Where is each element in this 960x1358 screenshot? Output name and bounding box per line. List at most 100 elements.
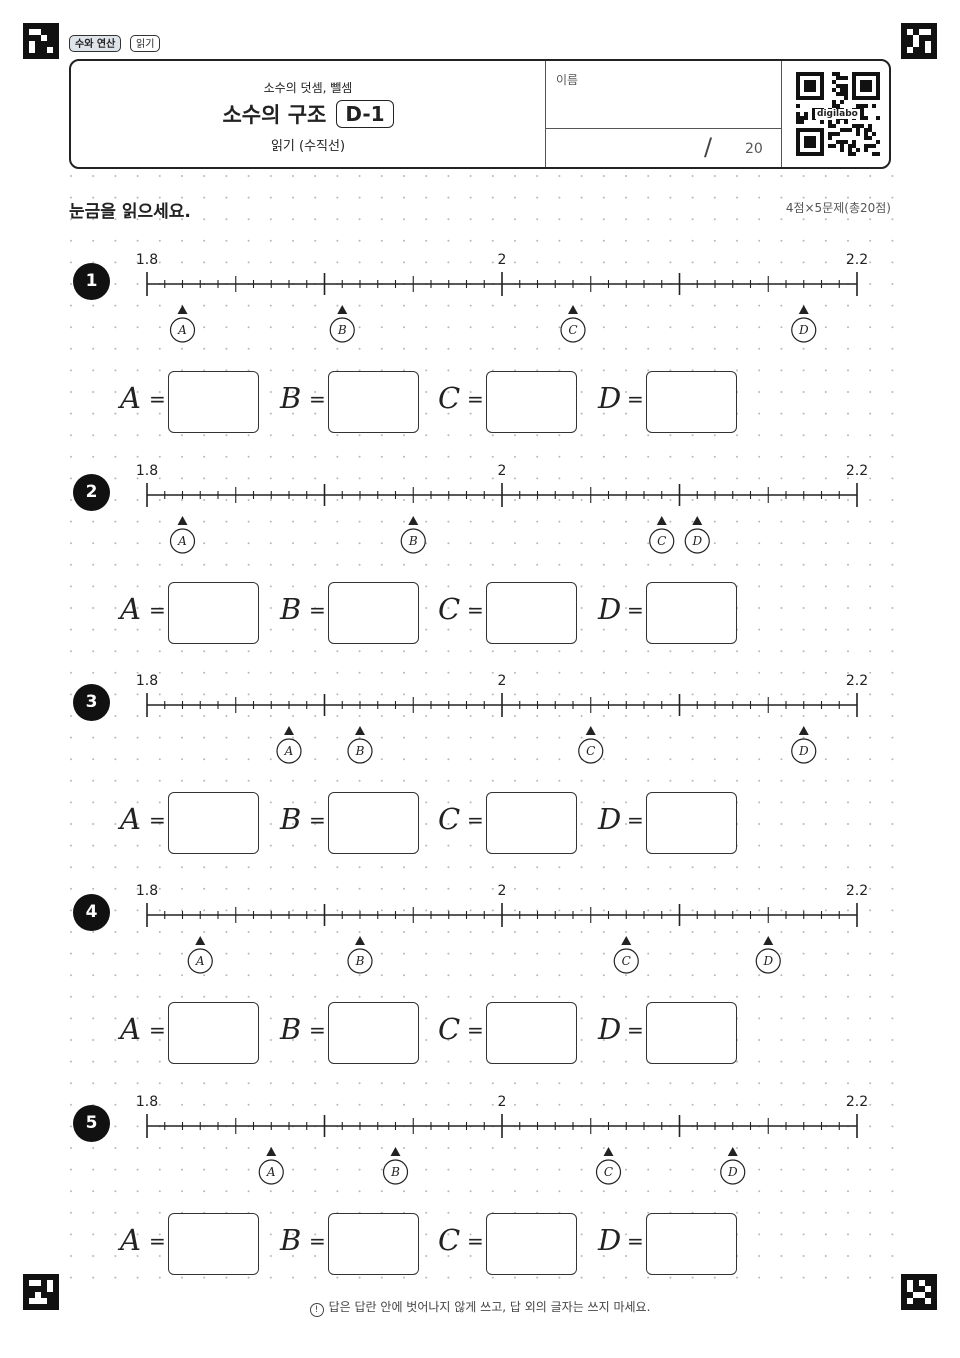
point-label: C [657, 534, 666, 548]
corner-marker-bottom-right [901, 1274, 937, 1310]
answer-box[interactable] [168, 792, 259, 854]
header-code: D-1 [336, 100, 394, 128]
point-circle [169, 528, 196, 554]
answer-variable: A [120, 802, 141, 836]
point-circle [169, 317, 196, 343]
worksheet-header: 소수의 덧셈, 뺄셈 소수의 구조 D-1 읽기 (수직선) 이름 / 20 d… [69, 59, 891, 169]
point-circle [791, 738, 817, 764]
equals-sign: = [309, 598, 326, 622]
point-arrow [408, 516, 419, 525]
equals-sign: = [309, 1229, 326, 1253]
corner-marker-top-right [901, 23, 937, 59]
problem-number: 5 [73, 1105, 110, 1142]
point-label: A [195, 954, 205, 968]
point-arrow [266, 1147, 277, 1156]
problem-number: 3 [73, 684, 110, 721]
point-label: D [798, 323, 809, 337]
point-arrow [355, 936, 365, 945]
answer-variable: B [280, 592, 302, 626]
answer-box[interactable] [486, 582, 577, 644]
point-circle [560, 317, 586, 343]
point-label: D [762, 954, 773, 968]
point-label: D [727, 1165, 738, 1179]
point-circle [649, 528, 675, 554]
name-field[interactable]: 이름 [546, 61, 781, 129]
point-arrow [798, 726, 809, 735]
answer-box[interactable] [646, 1213, 737, 1275]
corner-marker-top-left [23, 23, 59, 59]
point-label: C [586, 744, 595, 758]
point-circle [755, 948, 781, 974]
tick-label: 1.8 [135, 673, 159, 689]
equals-sign: = [467, 1229, 484, 1253]
score-field[interactable]: / 20 [546, 129, 781, 167]
point-circle [258, 1159, 284, 1185]
answer-box[interactable] [646, 582, 737, 644]
problem-number: 2 [73, 474, 110, 511]
info-icon: ! [309, 1303, 324, 1317]
answer-box[interactable] [486, 1213, 577, 1275]
point-arrow [177, 516, 188, 525]
point-circle [613, 948, 639, 974]
header-subtitle: 소수의 덧셈, 뺄셈 [263, 81, 353, 95]
answer-box[interactable] [328, 1002, 419, 1064]
point-arrow [390, 1147, 401, 1156]
answer-box[interactable] [646, 792, 737, 854]
point-label: B [355, 954, 365, 968]
tick-label: 2.2 [845, 463, 869, 479]
answer-box[interactable] [328, 582, 419, 644]
point-label: A [266, 1165, 276, 1179]
answer-variable: B [280, 802, 302, 836]
equals-sign: = [627, 1229, 644, 1253]
answer-box[interactable] [168, 1213, 259, 1275]
answer-box[interactable] [486, 1002, 577, 1064]
tick-label: 2.2 [845, 673, 869, 689]
problem-number: 4 [73, 894, 110, 931]
tick-label: 1.8 [135, 252, 159, 268]
point-circle [347, 948, 373, 974]
point-circle [400, 528, 426, 554]
corner-marker-bottom-left [23, 1274, 59, 1310]
answer-variable: B [280, 381, 302, 415]
point-arrow [763, 936, 774, 945]
answer-variable: D [598, 381, 622, 415]
point-label: B [408, 534, 418, 548]
tick-label: 2 [497, 673, 507, 689]
answer-variable: B [280, 1012, 302, 1046]
point-arrow [355, 726, 365, 735]
answer-box[interactable] [168, 371, 259, 433]
equals-sign: = [627, 387, 644, 411]
footer-text: 답은 답란 안에 벗어나지 않게 쓰고, 답 외의 글자는 쓰지 마세요. [328, 1300, 651, 1314]
point-label: B [390, 1165, 400, 1179]
tick-label: 2.2 [845, 883, 869, 899]
equals-sign: = [149, 1229, 166, 1253]
equals-sign: = [149, 387, 166, 411]
equals-sign: = [467, 387, 484, 411]
answer-variable: C [438, 1223, 461, 1257]
answer-box[interactable] [486, 371, 577, 433]
answer-box[interactable] [328, 371, 419, 433]
answer-box[interactable] [646, 371, 737, 433]
equals-sign: = [309, 1018, 326, 1042]
equals-sign: = [467, 598, 484, 622]
answer-box[interactable] [168, 1002, 259, 1064]
equals-sign: = [149, 1018, 166, 1042]
answer-variable: D [598, 1012, 622, 1046]
answer-box[interactable] [486, 792, 577, 854]
equals-sign: = [627, 1018, 644, 1042]
footer-note: ! 답은 답란 안에 벗어나지 않게 쓰고, 답 외의 글자는 쓰지 마세요. [0, 1298, 960, 1317]
answer-box[interactable] [328, 1213, 419, 1275]
answer-box[interactable] [328, 792, 419, 854]
problem-number: 1 [73, 263, 110, 300]
answer-box[interactable] [168, 582, 259, 644]
point-circle [276, 738, 302, 764]
equals-sign: = [149, 808, 166, 832]
answer-box[interactable] [646, 1002, 737, 1064]
answer-variable: A [120, 1012, 141, 1046]
tag-category: 수와 연산 [69, 35, 122, 52]
